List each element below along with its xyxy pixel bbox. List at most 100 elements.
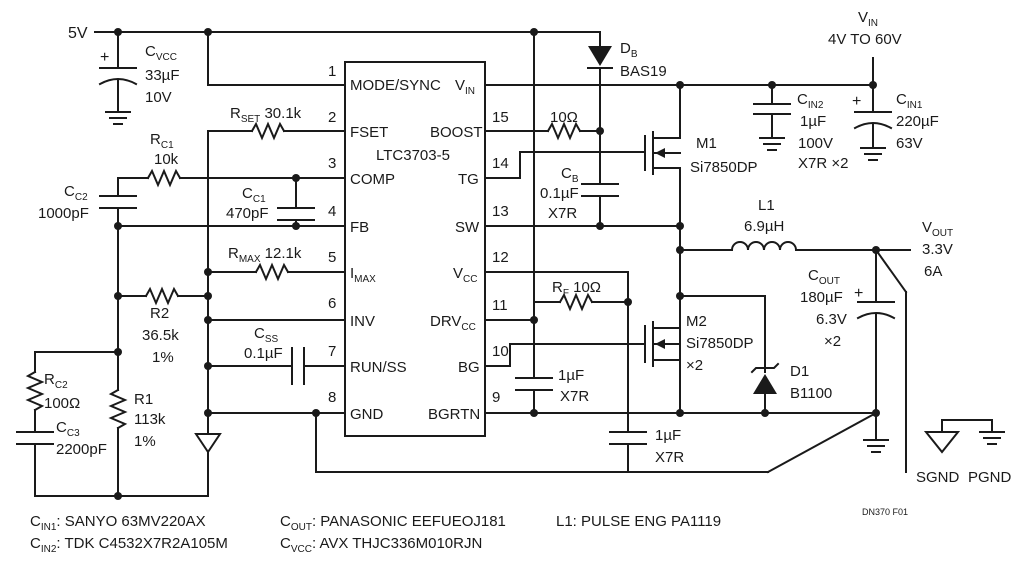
pin-gnd: GND <box>350 406 384 423</box>
pin-number-3: 3 <box>328 155 336 172</box>
m1-name: M1 <box>696 135 717 152</box>
pin-number-4: 4 <box>328 203 336 220</box>
cvcc-voltage: 10V <box>145 89 172 106</box>
gnd-loop <box>207 409 769 473</box>
cb-dielectric: X7R <box>548 205 577 222</box>
pin-fset: FSET <box>350 124 388 141</box>
cout-count: ×2 <box>824 333 841 350</box>
cin1-name: CIN1 <box>896 91 923 111</box>
d1-name: D1 <box>790 363 809 380</box>
pin-vcc: VCC <box>453 265 477 285</box>
css-value: 0.1µF <box>244 345 283 362</box>
pin-tg: TG <box>458 171 479 188</box>
cvcc-capacitor: + <box>98 31 138 125</box>
boost-resistor-value: 10Ω <box>550 109 578 126</box>
rail-5v-label: 5V <box>68 25 88 42</box>
cc3-name: CC3 <box>56 419 80 439</box>
pin-run-ss: RUN/SS <box>350 359 407 376</box>
note-cvcc: CVCC: AVX THJC336M010RJN <box>280 535 482 555</box>
vout-current: 6A <box>924 263 942 280</box>
m1-part: Si7850DP <box>690 159 758 176</box>
cvcc-name: CVCC <box>145 43 177 63</box>
cb-value: 0.1µF <box>540 185 579 202</box>
pin-bgrtn: BGRTN <box>428 406 480 423</box>
sgnd-label: SGND <box>916 469 960 486</box>
figure-id: DN370 F01 <box>862 507 908 517</box>
pin-number-8: 8 <box>328 389 336 406</box>
cout-name: COUT <box>808 267 840 287</box>
vout-voltage: 3.3V <box>922 241 953 258</box>
pin-comp: COMP <box>350 171 395 188</box>
pin-inv: INV <box>350 313 375 330</box>
ic-body <box>344 61 486 437</box>
cout-value: 180µF <box>800 289 843 306</box>
cin2-name: CIN2 <box>797 91 824 111</box>
db-name: DB <box>620 40 638 60</box>
vout-name: VOUT <box>922 219 953 239</box>
pin-vin: VIN <box>455 77 475 97</box>
cc1-value: 470pF <box>226 205 269 222</box>
cb-capacitor <box>581 183 619 230</box>
pin-number-15: 15 <box>492 109 509 126</box>
note-l1: L1: PULSE ENG PA1119 <box>556 513 721 530</box>
pin-number-7: 7 <box>328 343 336 360</box>
r2-value: 36.5k <box>142 327 179 344</box>
pin-sw: SW <box>455 219 480 236</box>
cvcc-bypass-value: 1µF <box>558 367 584 384</box>
pin-fb: FB <box>350 219 369 236</box>
bgrtn-pgnd <box>484 409 889 474</box>
cin2-dielectric: X7R ×2 <box>798 155 848 172</box>
pin-number-10: 10 <box>492 343 509 360</box>
cin1-voltage: 63V <box>896 135 923 152</box>
rmax-resistor <box>207 262 346 282</box>
pin-boost: BOOST <box>430 124 483 141</box>
cin1-capacitor: + <box>852 84 893 161</box>
pin-number-11: 11 <box>492 297 508 314</box>
css-name: CSS <box>254 325 279 345</box>
compensation-network <box>99 168 346 230</box>
pin-number-12: 12 <box>492 249 509 266</box>
cin1-value: 220µF <box>896 113 939 130</box>
vcc-bypass-capacitor <box>515 319 553 414</box>
rc1-name: RC1 <box>150 131 174 151</box>
r1-tolerance: 1% <box>134 433 156 450</box>
boost-resistor <box>484 121 601 141</box>
pin-mode-sync: MODE/SYNC <box>350 77 441 94</box>
pin-imax: IMAX <box>350 265 376 285</box>
rc1-value: 10k <box>154 151 179 168</box>
cc2-value: 1000pF <box>38 205 89 222</box>
pin-number-9: 9 <box>492 389 500 406</box>
pin-number-2: 2 <box>328 109 336 126</box>
svg-text:+: + <box>852 93 861 110</box>
ic-part-number: LTC3703-5 <box>376 147 450 164</box>
diode-d1 <box>679 295 780 417</box>
svg-text:+: + <box>100 49 109 66</box>
vin-rail <box>484 57 877 133</box>
cvcc-value: 33µF <box>145 67 180 84</box>
rc2-value: 100Ω <box>44 395 80 412</box>
m2-mosfet <box>484 321 681 367</box>
cin2-capacitor <box>753 84 791 151</box>
pin-number-5: 5 <box>328 249 336 266</box>
left-feedback-network <box>16 225 209 500</box>
r2-name: R2 <box>150 305 169 322</box>
r2-tolerance: 1% <box>152 349 174 366</box>
css-capacitor <box>207 347 346 385</box>
pin-bg: BG <box>458 359 480 376</box>
m2-name: M2 <box>686 313 707 330</box>
d1-part: B1100 <box>790 385 832 402</box>
sgnd-left-symbol <box>194 412 222 454</box>
inductor-l1 <box>679 241 911 254</box>
note-cin2: CIN2: TDK C4532X7R2A105M <box>30 535 228 555</box>
rmax-label: RMAX 12.1k <box>228 245 302 265</box>
r1-name: R1 <box>134 391 153 408</box>
m2-count: ×2 <box>686 357 703 374</box>
cin2-voltage: 100V <box>798 135 833 152</box>
r1-value: 113k <box>134 411 166 428</box>
note-cin1: CIN1: SANYO 63MV220AX <box>30 513 206 533</box>
cout-capacitor: + <box>854 249 896 417</box>
cout-voltage: 6.3V <box>816 311 847 328</box>
sgnd-pgnd-symbols <box>923 419 1005 454</box>
diode-db <box>587 31 613 185</box>
m1-mosfet <box>484 131 681 414</box>
